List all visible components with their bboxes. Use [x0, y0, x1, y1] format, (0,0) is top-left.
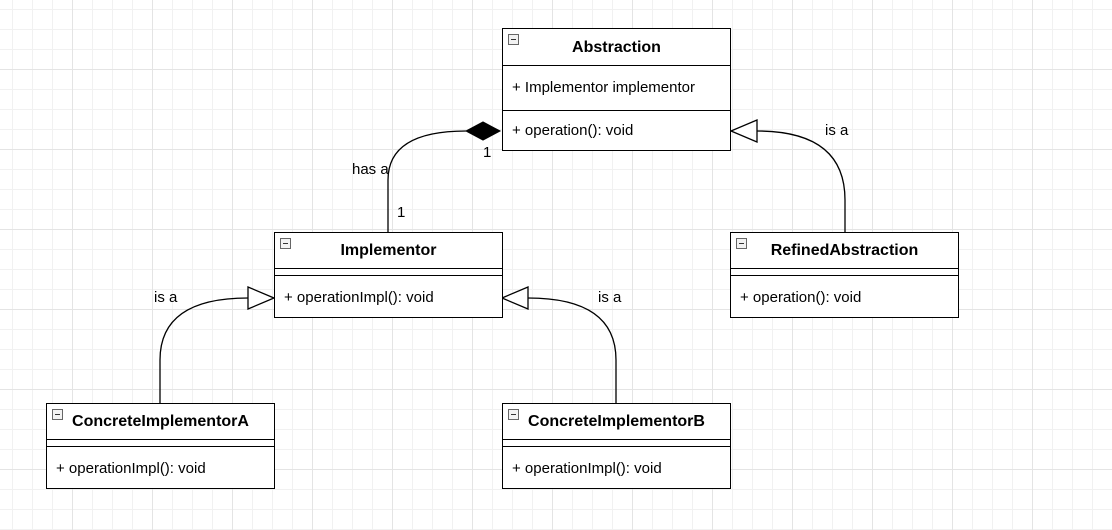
multiplicity-label-implementor: 1	[397, 204, 406, 221]
class-method: + operationImpl(): void	[284, 289, 434, 306]
inheritance-arrow-icon	[729, 119, 758, 143]
class-name: ConcreteImplementorA	[72, 413, 249, 430]
attribute-separator	[275, 269, 502, 276]
edge-label-is-a-concrete-b: is a	[598, 289, 622, 306]
collapse-icon[interactable]	[52, 409, 63, 420]
edge-inheritance-concrete-a	[159, 297, 249, 403]
edge-label-is-a-concrete-a: is a	[154, 289, 178, 306]
inheritance-arrow-icon	[247, 286, 276, 310]
collapse-icon[interactable]	[508, 34, 519, 45]
class-header: Abstraction	[503, 29, 730, 66]
class-name: ConcreteImplementorB	[528, 413, 705, 430]
class-method: + operation(): void	[740, 289, 862, 306]
attribute-separator	[47, 440, 274, 447]
class-method: + operationImpl(): void	[56, 460, 206, 477]
class-implementor[interactable]: Implementor + operationImpl(): void	[274, 232, 503, 318]
class-header: ConcreteImplementorB	[503, 404, 730, 440]
collapse-icon[interactable]	[280, 238, 291, 249]
attribute-separator	[503, 440, 730, 447]
collapse-icon[interactable]	[508, 409, 519, 420]
edge-label-has-a: has a	[352, 161, 389, 178]
class-concrete-implementor-b[interactable]: ConcreteImplementorB + operationImpl(): …	[502, 403, 731, 489]
class-header: RefinedAbstraction	[731, 233, 958, 269]
composition-diamond-icon	[464, 121, 502, 141]
class-header: ConcreteImplementorA	[47, 404, 274, 440]
collapse-icon[interactable]	[736, 238, 747, 249]
class-abstraction[interactable]: Abstraction + Implementor implementor + …	[502, 28, 731, 151]
edge-inheritance-refined	[756, 130, 846, 232]
inheritance-arrow-icon	[500, 286, 529, 310]
attribute-separator	[731, 269, 958, 276]
class-name: RefinedAbstraction	[770, 242, 919, 259]
class-concrete-implementor-a[interactable]: ConcreteImplementorA + operationImpl(): …	[46, 403, 275, 489]
class-name: Abstraction	[572, 39, 661, 56]
multiplicity-label-abstraction: 1	[483, 144, 492, 161]
class-method: + operationImpl(): void	[512, 460, 662, 477]
edge-inheritance-concrete-b	[527, 297, 617, 403]
class-name: Implementor	[340, 242, 437, 259]
edge-composition-has-a	[387, 130, 467, 232]
class-method: + operation(): void	[512, 122, 634, 139]
class-header: Implementor	[275, 233, 502, 269]
class-refined-abstraction[interactable]: RefinedAbstraction + operation(): void	[730, 232, 959, 318]
edge-label-is-a-refined: is a	[825, 122, 849, 139]
class-attribute: + Implementor implementor	[503, 66, 730, 111]
